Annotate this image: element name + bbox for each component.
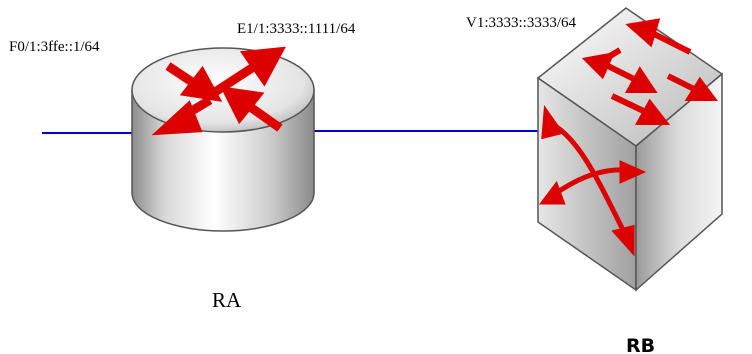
switch-name-label: RB <box>626 335 655 354</box>
switch-side-arrows-icon <box>539 104 647 257</box>
router-right-interface-label: E1/1:3333::1111/64 <box>237 21 356 37</box>
router-icon <box>131 46 315 232</box>
router-left-interface-label: F0/1:3ffe::1/64 <box>9 39 100 55</box>
switch-interface-label: V1:3333::3333/64 <box>466 15 577 31</box>
switch-top-arrows-icon <box>581 18 718 125</box>
router-name-label: RA <box>212 288 242 312</box>
router-arrows-icon <box>151 46 286 136</box>
switch-icon <box>536 7 724 292</box>
